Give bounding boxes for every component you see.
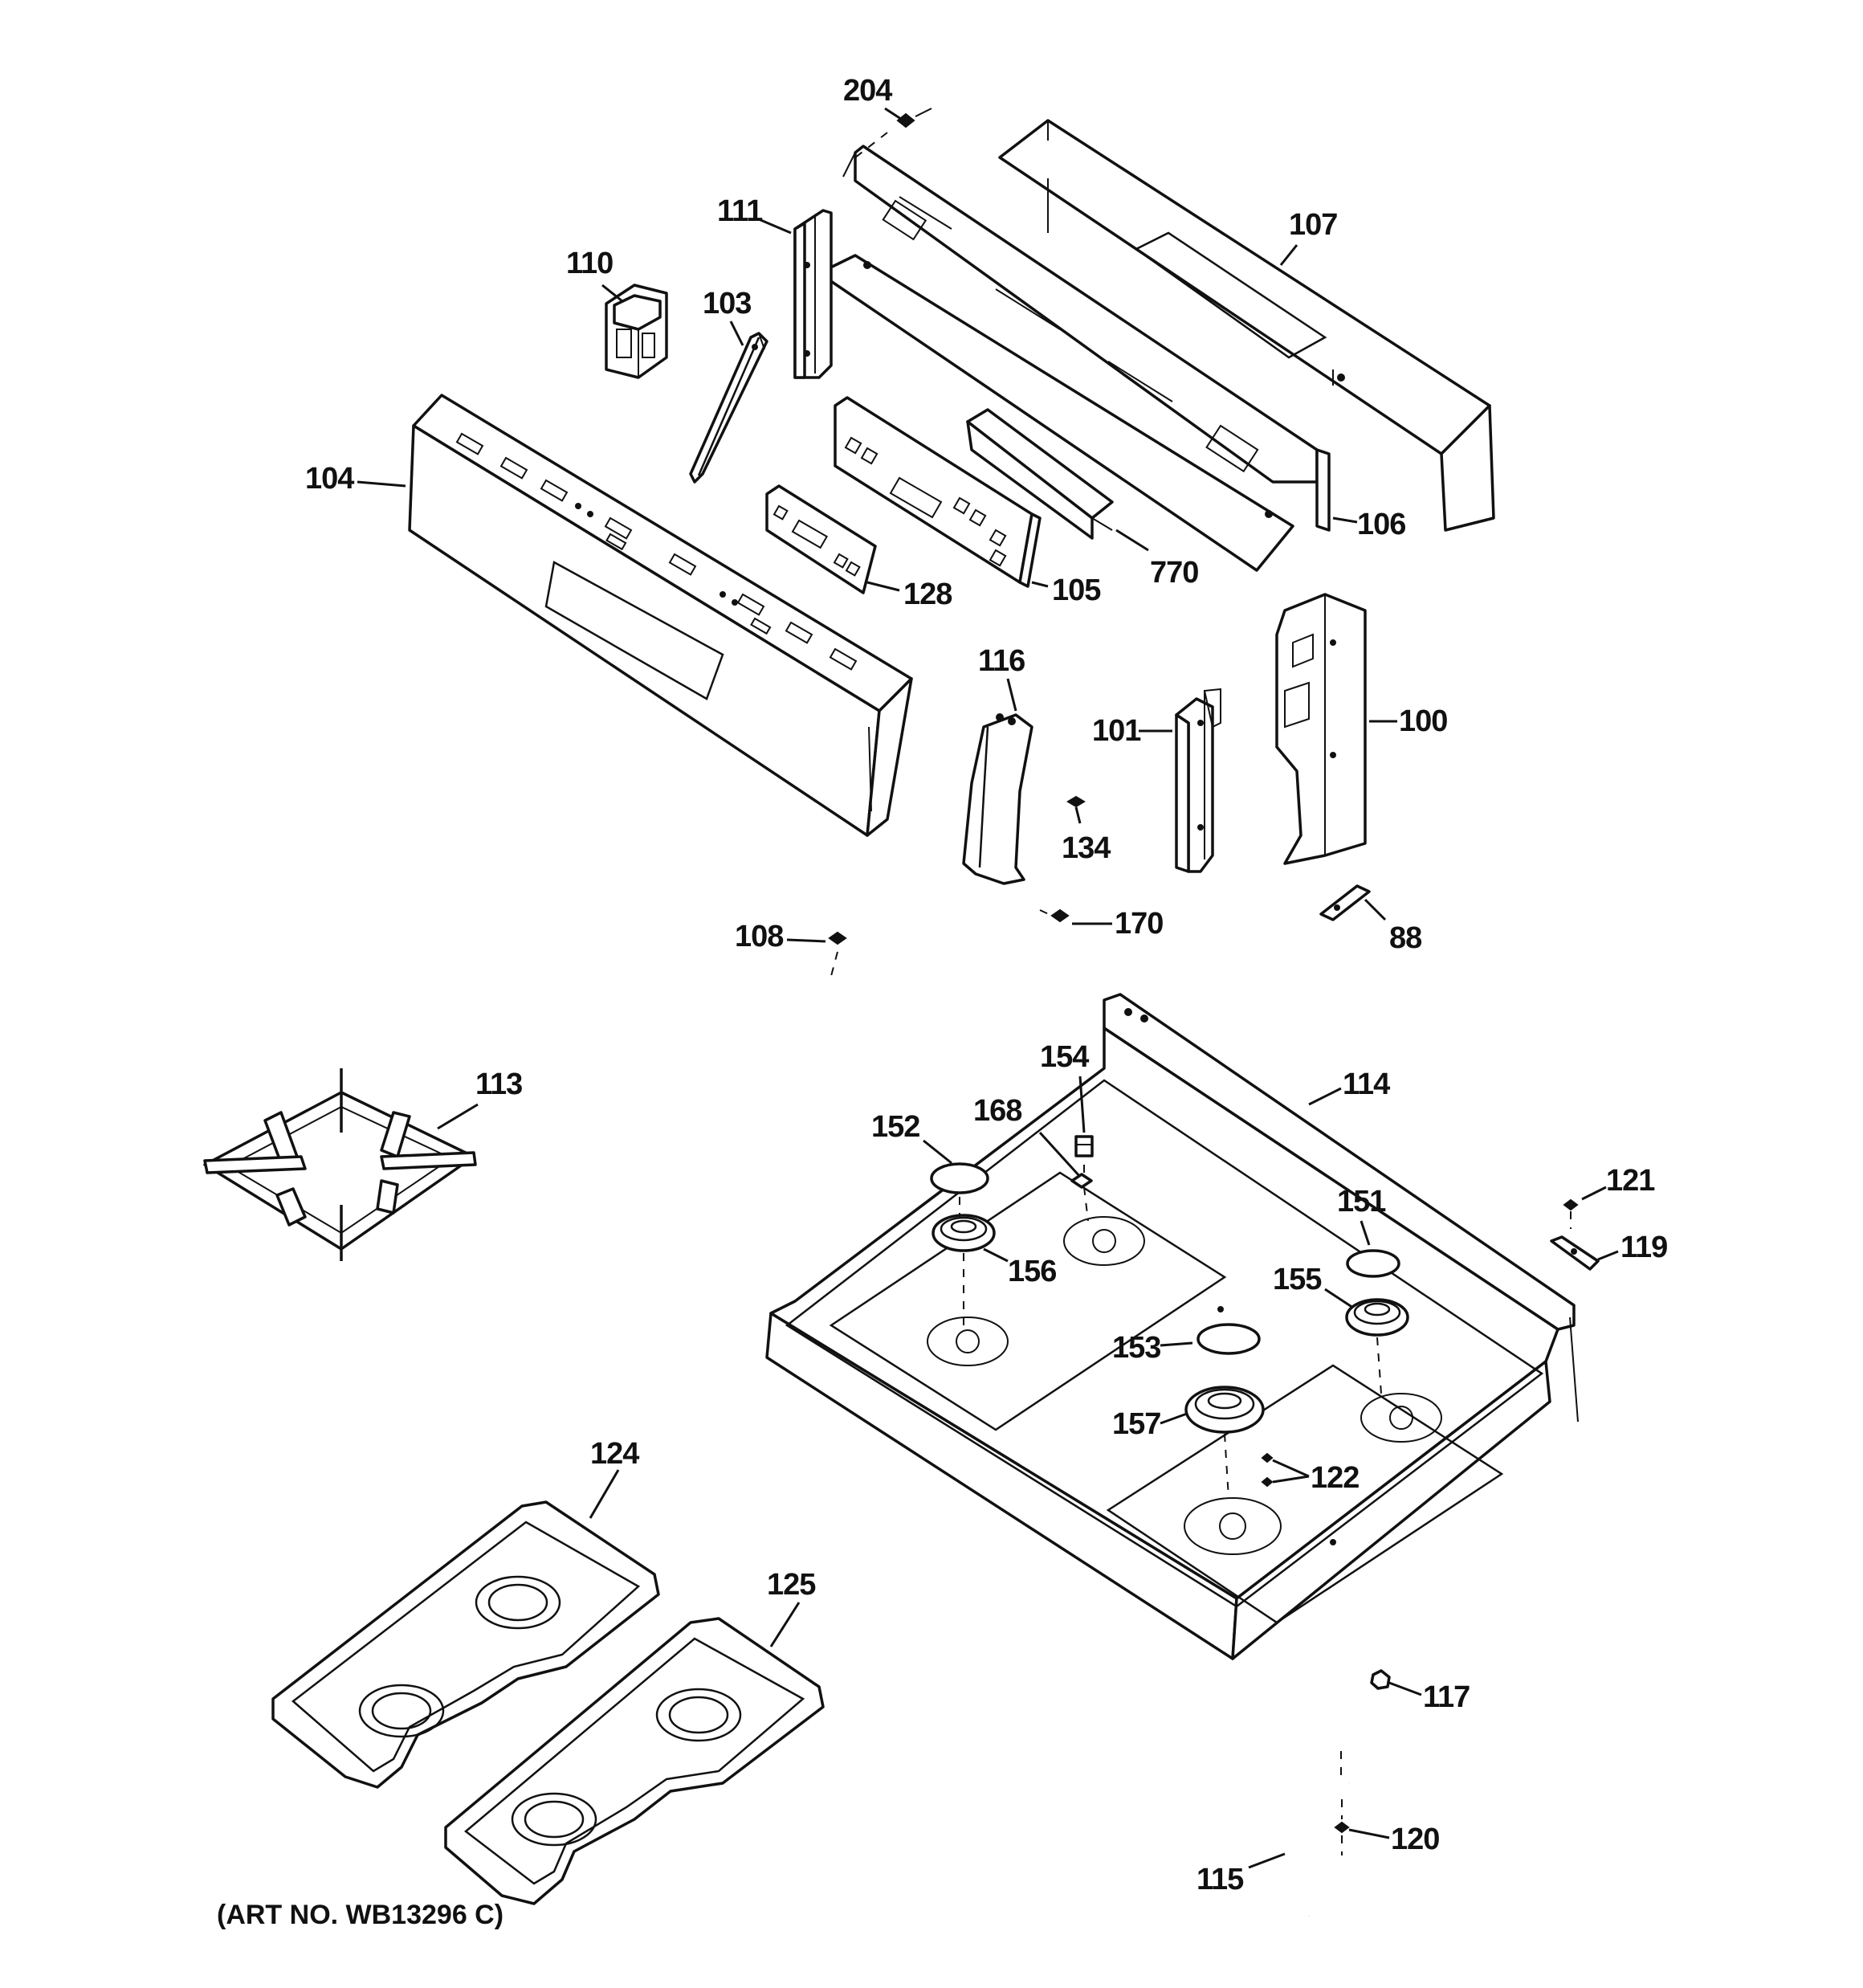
callout-204: 204: [843, 74, 892, 108]
callout-104: 104: [305, 462, 354, 496]
callout-116: 116: [978, 644, 1025, 678]
part-111-bracket: [793, 209, 833, 379]
callout-128: 128: [903, 578, 952, 611]
part-107-rear-trim: [998, 119, 1495, 532]
callout-156: 156: [1008, 1255, 1056, 1288]
part-116-side-trim: [962, 713, 1033, 885]
callout-113: 113: [475, 1067, 522, 1101]
part-100-side-panel: [1275, 593, 1367, 865]
callout-105: 105: [1052, 574, 1101, 607]
callout-122: 122: [1311, 1461, 1359, 1495]
part-152-burner-cap: [930, 1162, 989, 1221]
callout-117: 117: [1423, 1680, 1470, 1714]
part-770-strip: [966, 408, 1114, 540]
callout-101: 101: [1092, 714, 1141, 748]
part-119-bracket: [1550, 1235, 1600, 1271]
leader-lines: [357, 107, 1619, 1869]
part-153-burner-cap: [1196, 1323, 1261, 1355]
callout-114: 114: [1343, 1067, 1390, 1101]
part-124-drip-pan: [271, 1500, 660, 1789]
part-128-overlay: [765, 484, 877, 594]
callout-155: 155: [1273, 1263, 1322, 1296]
part-151-burner-cap: [1346, 1249, 1400, 1278]
callout-153: 153: [1112, 1331, 1160, 1365]
callout-119: 119: [1620, 1231, 1667, 1264]
part-122-screws: [1261, 1452, 1274, 1488]
part-108-screw: [828, 931, 847, 977]
callout-125: 125: [767, 1568, 816, 1602]
part-157-burner-head: [1184, 1386, 1265, 1499]
part-134-screw: [1066, 795, 1086, 808]
callout-121: 121: [1606, 1164, 1655, 1198]
callout-labels: 204 107 111 110 103 104 106 770 128 105 …: [217, 74, 1668, 1930]
callout-151: 151: [1337, 1185, 1386, 1219]
part-115-wire-bracket: [1274, 1751, 1351, 1917]
part-110-control-module: [605, 284, 668, 379]
part-113-burner-grate: [203, 1068, 477, 1261]
callout-120: 120: [1391, 1823, 1439, 1856]
part-170-screw: [1039, 908, 1070, 923]
callout-124: 124: [590, 1437, 639, 1471]
part-117-nut: [1370, 1669, 1391, 1690]
burner-heads-base: [927, 1216, 1442, 1555]
part-121-screw: [1563, 1198, 1579, 1229]
callout-154: 154: [1040, 1040, 1089, 1074]
panel-slots: [455, 432, 858, 671]
part-154-orifice: [1074, 1135, 1094, 1157]
part-156-burner-head: [932, 1214, 996, 1325]
part-106-backguard: [817, 145, 1331, 572]
callout-168: 168: [973, 1094, 1021, 1128]
callout-106: 106: [1357, 508, 1405, 541]
callout-88: 88: [1389, 921, 1421, 955]
part-155-burner-head: [1345, 1298, 1409, 1394]
callout-152: 152: [871, 1110, 919, 1144]
callout-108: 108: [735, 920, 783, 953]
callout-170: 170: [1115, 907, 1163, 941]
callout-770: 770: [1150, 556, 1198, 590]
callout-110: 110: [566, 247, 613, 280]
art-number: (ART NO. WB13296 C): [217, 1900, 503, 1930]
callout-103: 103: [703, 287, 751, 320]
part-125-drip-pan: [444, 1617, 825, 1905]
callout-115: 115: [1196, 1863, 1244, 1896]
part-120-screw: [1334, 1799, 1350, 1855]
part-204-screw: [850, 108, 932, 161]
callout-107: 107: [1289, 208, 1337, 242]
part-114-cooktop: [765, 993, 1579, 1660]
part-101-bracket: [1175, 688, 1221, 873]
callout-100: 100: [1399, 704, 1447, 738]
callout-134: 134: [1062, 831, 1111, 865]
part-103-bracket: [689, 332, 768, 484]
part-88-clip: [1319, 884, 1371, 921]
callout-157: 157: [1112, 1407, 1160, 1441]
part-105-display-board: [834, 396, 1042, 588]
callout-111: 111: [717, 194, 763, 228]
part-104-control-panel: [408, 394, 913, 837]
